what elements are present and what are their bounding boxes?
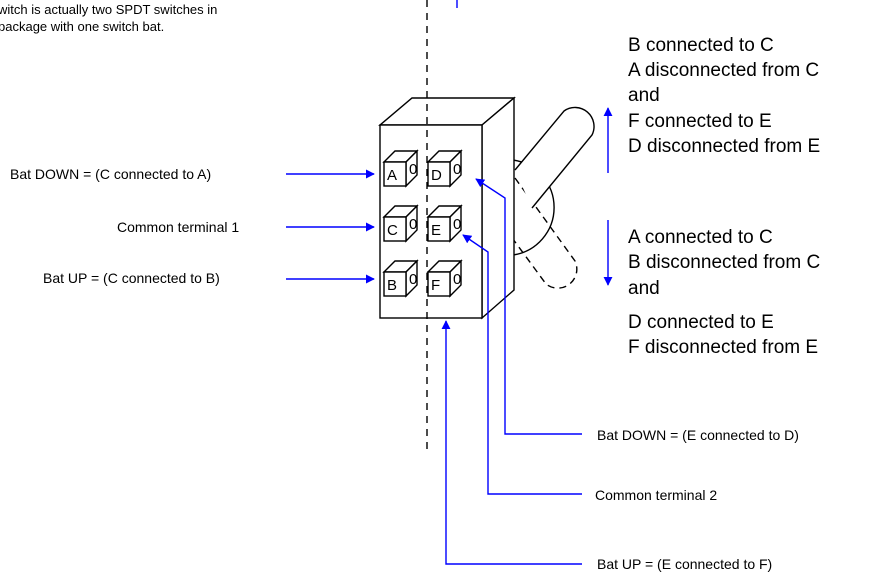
bat-down-position [509,177,578,289]
up-state-line-5: D disconnected from E [628,136,820,157]
arrow-to-terminal-e [462,234,582,495]
label-common-terminal-2: Common terminal 2 [595,487,717,503]
terminal-f-pin: 0 [453,271,461,288]
terminal-f-label: F [431,277,440,294]
arrow-to-terminal-f [441,320,582,565]
down-state-line-3: and [628,278,660,299]
bottom-callouts: Bat DOWN = (E connected to D) Common ter… [441,178,799,572]
up-state-line-1: B connected to C [628,35,774,56]
terminal-c: C 0 [382,204,419,243]
bat-down-description: A connected to C B disconnected from C a… [628,227,820,358]
terminal-grid: A 0 D 0 C 0 E 0 [382,149,463,298]
label-bat-up-c-b: Bat UP = (C connected to B) [43,270,220,286]
down-state-line-5: F disconnected from E [628,337,818,358]
terminal-c-label: C [387,222,398,239]
down-state-line-2: B disconnected from C [628,252,820,273]
housing-right-face [481,96,515,320]
label-common-terminal-1: Common terminal 1 [117,219,239,235]
label-bat-down-e-d: Bat DOWN = (E connected to D) [597,427,799,443]
terminal-d-pin: 0 [453,161,461,178]
bat-up-description: B connected to C A disconnected from C a… [628,35,820,157]
terminal-d: D 0 [426,149,463,188]
terminal-f: F 0 [426,259,463,298]
down-state-line-4: D connected to E [628,312,774,333]
terminal-e: E 0 [426,204,463,243]
up-state-line-4: F connected to E [628,111,772,132]
terminal-c-pin: 0 [409,216,417,233]
arrow-to-terminal-d [475,178,582,435]
terminal-a-pin: 0 [409,161,417,178]
label-bat-up-e-f: Bat UP = (E connected to F) [597,556,772,572]
terminal-a-label: A [387,167,397,184]
left-callouts: Bat DOWN = (C connected to A) Common ter… [10,166,375,286]
bat-up-position [514,106,595,209]
top-note: witch is actually two SPDT switches in p… [0,2,217,34]
up-state-line-3: and [628,85,660,106]
down-state-line-1: A connected to C [628,227,773,248]
up-state-line-2: A disconnected from C [628,60,819,81]
note-line-2: package with one switch bat. [0,19,164,34]
terminal-e-pin: 0 [453,216,461,233]
terminal-e-label: E [431,222,441,239]
note-line-1: witch is actually two SPDT switches in [0,2,217,17]
terminal-b-label: B [387,277,397,294]
terminal-d-label: D [431,167,442,184]
terminal-a: A 0 [382,149,419,188]
terminal-b-pin: 0 [409,271,417,288]
terminal-b: B 0 [382,259,419,298]
label-bat-down-c-a: Bat DOWN = (C connected to A) [10,166,211,182]
